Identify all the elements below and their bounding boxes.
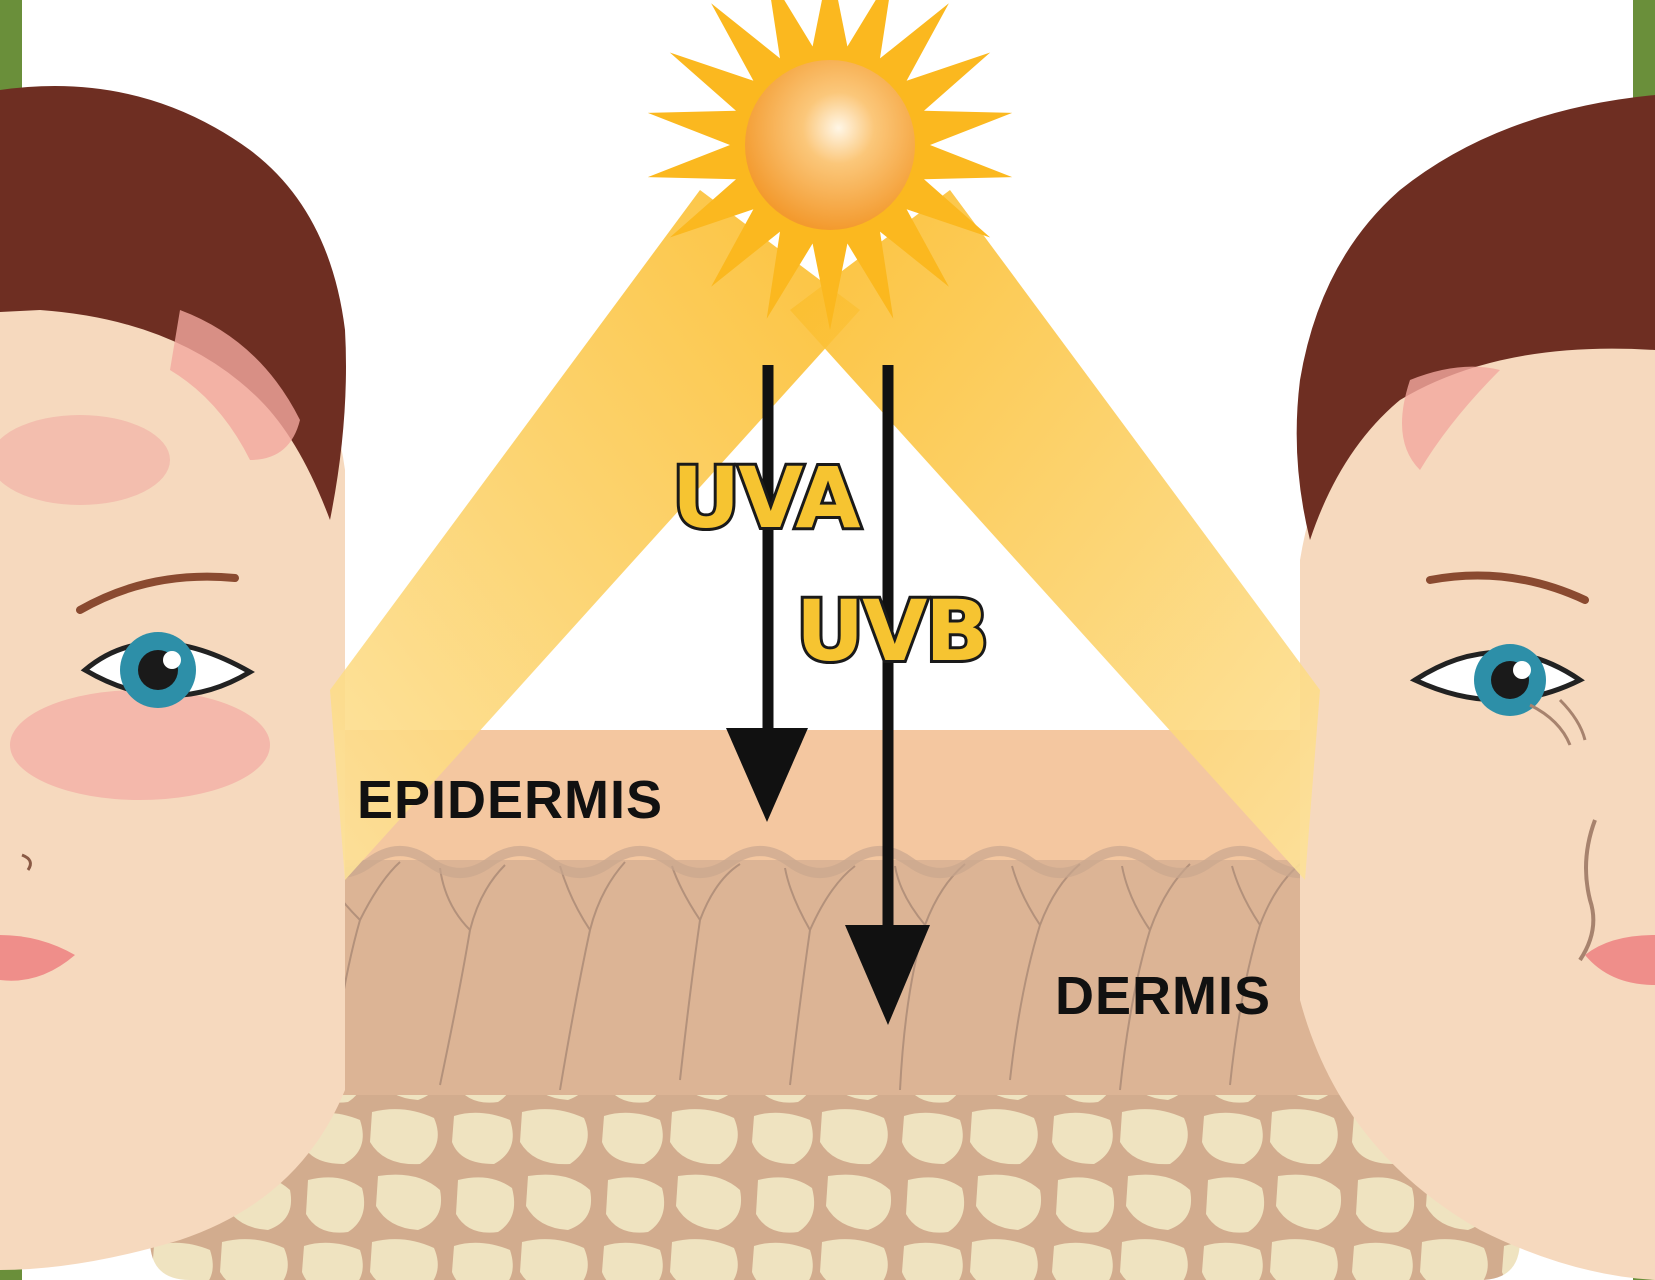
dermis-layer <box>150 850 1520 1095</box>
sun-icon <box>647 0 1013 330</box>
epidermis-label: EPIDERMIS <box>357 770 663 830</box>
young-face-illustration <box>0 86 346 1270</box>
aged-face-illustration <box>1296 95 1655 1280</box>
skin-cross-section <box>150 730 1520 1280</box>
uvb-beam <box>790 190 1320 880</box>
uvb-penetration-arrow <box>845 365 930 1025</box>
uva-beam <box>330 190 860 880</box>
dermal-epidermal-junction <box>247 846 1453 878</box>
dermis-label: DERMIS <box>1055 966 1271 1026</box>
uvb-arrow-label: UVB <box>796 582 987 680</box>
uva-penetration-arrow <box>726 365 808 822</box>
subcutaneous-fat-layer <box>150 1095 1520 1280</box>
uva-arrow-label: UVA <box>672 449 861 547</box>
